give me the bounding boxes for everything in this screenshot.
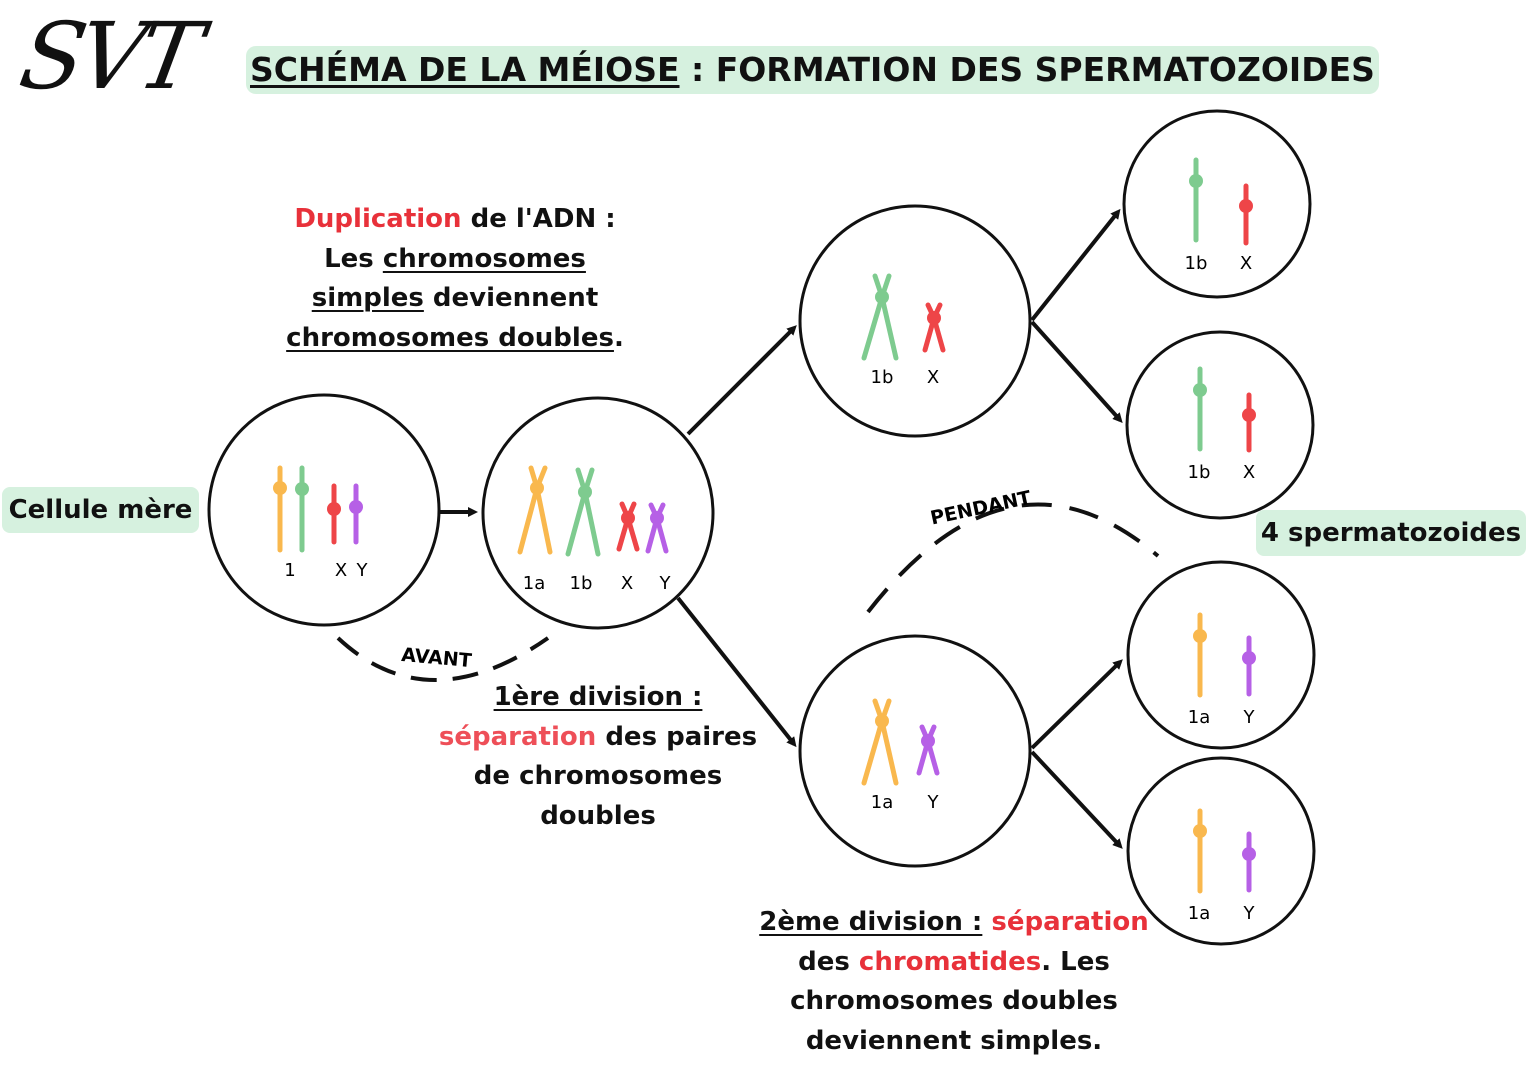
arrow-to-sperm2 bbox=[1030, 320, 1123, 423]
pendant-arc bbox=[866, 502, 1160, 614]
double-chromosome-y bbox=[645, 502, 669, 554]
bottom-label-y: Y bbox=[927, 792, 940, 813]
arrow-to-daughter-bottom bbox=[676, 596, 797, 748]
second-division-chromatides: chromatides bbox=[858, 946, 1042, 977]
centromere-1-green bbox=[295, 482, 309, 496]
top-double-1b bbox=[861, 273, 899, 361]
first-division-line3: de chromosomes bbox=[473, 761, 723, 791]
second-division-line4: deviennent simples. bbox=[805, 1025, 1103, 1056]
top-double-x bbox=[922, 302, 946, 353]
sperm1-centromere-1b bbox=[1189, 174, 1203, 188]
sperm-cell-2: 1b X bbox=[1125, 330, 1315, 520]
duplication-word: Duplication bbox=[294, 204, 462, 234]
sperm4-label-y: Y bbox=[1243, 903, 1256, 924]
second-division-les: . Les bbox=[1041, 946, 1110, 977]
sperm2-label-1b: 1b bbox=[1188, 462, 1211, 483]
double-chromosome-1b bbox=[565, 467, 601, 557]
title-part2: FORMATION DES SPERMATOZOIDES bbox=[715, 50, 1375, 89]
bottom-double-1a bbox=[861, 698, 899, 786]
sperm-cell-3: 1a Y bbox=[1126, 560, 1316, 750]
arrow-to-sperm1 bbox=[1030, 208, 1121, 322]
sperm1-centromere-x bbox=[1239, 199, 1253, 213]
daughter-cell-top: 1b X bbox=[798, 204, 1032, 438]
first-division-separation: séparation bbox=[438, 721, 597, 752]
second-division-heading: 2ème division : bbox=[759, 907, 983, 937]
top-label-x: X bbox=[927, 367, 939, 388]
first-division-heading: 1ère division : bbox=[493, 682, 703, 712]
duplication-doubles: chromosomes doubles bbox=[286, 322, 614, 353]
sperm1-label-1b: 1b bbox=[1185, 253, 1208, 274]
dup-label-1b: 1b bbox=[570, 573, 593, 594]
top-label-1b: 1b bbox=[871, 367, 894, 388]
second-division-separation: séparation bbox=[991, 907, 1149, 937]
title-sep: : bbox=[679, 50, 716, 89]
sperm-cell-4: 1a Y bbox=[1126, 756, 1316, 946]
duplicated-cell: 1a 1b X Y bbox=[481, 396, 715, 630]
mother-label-1: 1 bbox=[284, 560, 295, 581]
mother-label-y: Y bbox=[356, 560, 369, 581]
sperm4-label-1a: 1a bbox=[1188, 903, 1210, 924]
mother-cell: 1 X Y bbox=[207, 393, 441, 627]
duplication-rest: de l'ADN : bbox=[461, 204, 616, 234]
sperm3-label-y: Y bbox=[1243, 707, 1256, 728]
sperm-count-label: 4 spermatozoides bbox=[1256, 510, 1526, 556]
avant-label: AVANT bbox=[400, 644, 472, 672]
sperm2-centromere-x bbox=[1242, 408, 1256, 422]
double-chromosome-1a bbox=[517, 465, 553, 555]
first-division-line4: doubles bbox=[540, 800, 656, 831]
duplication-deviennent: deviennent bbox=[423, 283, 599, 313]
bottom-double-y bbox=[916, 724, 940, 776]
page-title: SCHÉMA DE LA MÉIOSE : FORMATION DES SPER… bbox=[246, 46, 1379, 94]
sperm3-centromere-y bbox=[1242, 651, 1256, 665]
first-division-rest: des paires bbox=[596, 721, 758, 752]
centromere-y-purple bbox=[349, 500, 363, 514]
daughter-cell-bottom: 1a Y bbox=[798, 634, 1032, 868]
second-division-des: des bbox=[798, 946, 859, 977]
dup-label-x: X bbox=[621, 573, 633, 594]
centromere-1-orange bbox=[273, 481, 287, 495]
sperm4-centromere-1a bbox=[1193, 824, 1207, 838]
pendant-label: PENDANT bbox=[929, 487, 1034, 530]
second-division-line3: chromosomes doubles bbox=[790, 986, 1118, 1016]
second-division-note: 2ème division : séparation des chromatid… bbox=[734, 903, 1174, 1061]
sperm-cell-1: 1b X bbox=[1122, 109, 1312, 299]
arrow-to-sperm3 bbox=[1030, 659, 1123, 750]
mother-cell-label: Cellule mère bbox=[2, 487, 199, 533]
centromere-x-red bbox=[327, 502, 341, 516]
double-chromosome-x bbox=[616, 501, 640, 552]
sperm3-centromere-1a bbox=[1193, 629, 1207, 643]
avant-arc bbox=[336, 636, 550, 682]
sperm2-centromere-1b bbox=[1193, 383, 1207, 397]
duplication-simples: simples bbox=[311, 283, 424, 313]
arrow-to-sperm4 bbox=[1030, 750, 1123, 849]
arrow-to-daughter-top bbox=[686, 325, 797, 436]
first-division-note: 1ère division : séparation des paires de… bbox=[418, 678, 778, 836]
mother-label-x: X bbox=[335, 560, 347, 581]
sperm2-label-x: X bbox=[1243, 462, 1255, 483]
sperm4-centromere-y bbox=[1242, 847, 1256, 861]
title-part1: SCHÉMA DE LA MÉIOSE bbox=[250, 50, 680, 89]
bottom-label-1a: 1a bbox=[871, 792, 893, 813]
duplication-chromosomes: chromosomes bbox=[382, 243, 586, 274]
dup-label-1a: 1a bbox=[523, 573, 545, 594]
sperm1-label-x: X bbox=[1240, 253, 1252, 274]
duplication-les: Les bbox=[324, 243, 383, 274]
duplication-dot: . bbox=[613, 322, 624, 353]
dup-label-y: Y bbox=[659, 573, 672, 594]
sperm3-label-1a: 1a bbox=[1188, 707, 1210, 728]
duplication-note: Duplication de l'ADN : Les chromosomes s… bbox=[260, 200, 650, 358]
